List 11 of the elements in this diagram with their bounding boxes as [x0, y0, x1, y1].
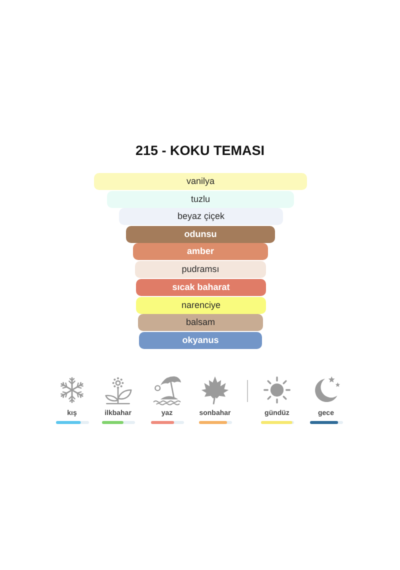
accord-bar: narenciye — [136, 297, 266, 314]
accord-bar: okyanus — [139, 332, 262, 349]
accord-bar: pudramsı — [135, 261, 266, 278]
accord-bar: vanilya — [94, 173, 307, 190]
accord-bar: balsam — [138, 314, 263, 331]
accord-bar: sıcak baharat — [136, 279, 266, 296]
accord-bar: tuzlu — [107, 191, 294, 208]
title: 215 - KOKU TEMASI — [135, 143, 265, 158]
accord-bar: beyaz çiçek — [119, 208, 283, 225]
accord-bar: odunsu — [126, 226, 275, 243]
accord-bar: amber — [133, 243, 268, 260]
